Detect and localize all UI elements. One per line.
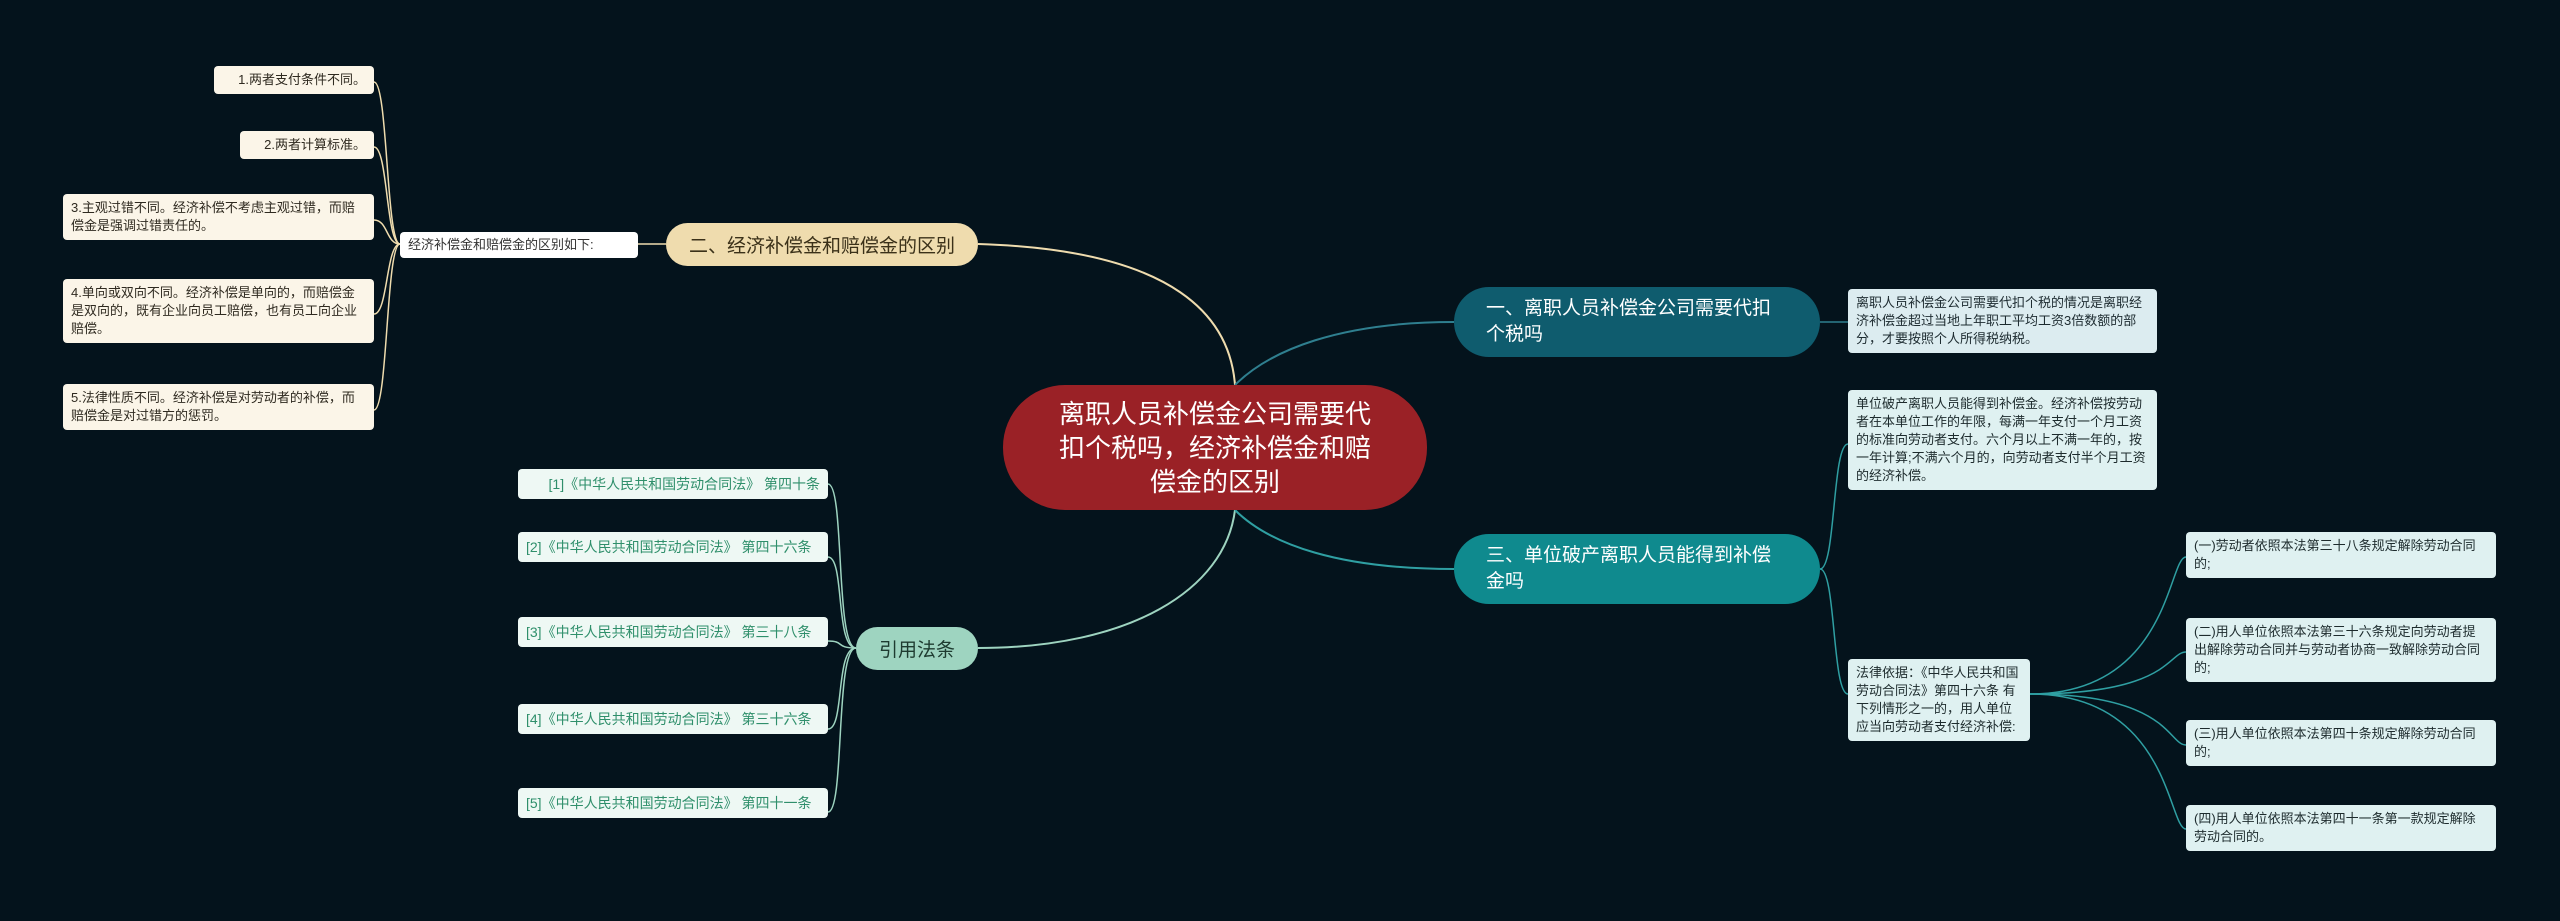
legal-clause-4-text: (四)用人单位依照本法第四十一条第一款规定解除劳动合同的。 bbox=[2194, 811, 2476, 844]
cited-law-5-text: [5]《中华人民共和国劳动合同法》 第四十一条 bbox=[526, 795, 812, 811]
note-tax-withholding[interactable]: 离职人员补偿金公司需要代扣个税的情况是离职经济补偿金超过当地上年职工平均工资3倍… bbox=[1848, 289, 2157, 353]
cited-law-4[interactable]: [4]《中华人民共和国劳动合同法》 第三十六条 bbox=[518, 704, 828, 734]
legal-clause-2-text: (二)用人单位依照本法第三十六条规定向劳动者提出解除劳动合同并与劳动者协商一致解… bbox=[2194, 624, 2481, 675]
note-bankruptcy-answer-text: 单位破产离职人员能得到补偿金。经济补偿按劳动者在本单位工作的年限，每满一年支付一… bbox=[1856, 396, 2146, 483]
branch-bankruptcy-compensation[interactable]: 三、单位破产离职人员能得到补偿金吗 bbox=[1454, 534, 1820, 604]
legal-clause-1-text: (一)劳动者依照本法第三十八条规定解除劳动合同的; bbox=[2194, 538, 2476, 571]
branch-cited-laws-label: 引用法条 bbox=[878, 640, 955, 661]
difference-item-1[interactable]: 1.两者支付条件不同。 bbox=[214, 66, 374, 94]
cited-law-5[interactable]: [5]《中华人民共和国劳动合同法》 第四十一条 bbox=[518, 788, 828, 818]
difference-item-3-text: 3.主观过错不同。经济补偿不考虑主观过错，而赔偿金是强调过错责任的。 bbox=[71, 200, 355, 233]
note-legal-basis[interactable]: 法律依据：《中华人民共和国劳动合同法》第四十六条 有下列情形之一的，用人单位应当… bbox=[1848, 659, 2030, 741]
difference-summary-text: 经济补偿金和赔偿金的区别如下: bbox=[408, 237, 594, 252]
legal-clause-4[interactable]: (四)用人单位依照本法第四十一条第一款规定解除劳动合同的。 bbox=[2186, 805, 2496, 851]
branch-tax-withholding-label: 一、离职人员补偿金公司需要代扣个税吗 bbox=[1486, 298, 1772, 345]
legal-clause-3-text: (三)用人单位依照本法第四十条规定解除劳动合同的; bbox=[2194, 726, 2476, 759]
cited-law-3[interactable]: [3]《中华人民共和国劳动合同法》 第三十八条 bbox=[518, 617, 828, 647]
cited-law-2-text: [2]《中华人民共和国劳动合同法》 第四十六条 bbox=[526, 539, 812, 555]
difference-item-2[interactable]: 2.两者计算标准。 bbox=[240, 131, 374, 159]
branch-bankruptcy-compensation-label: 三、单位破产离职人员能得到补偿金吗 bbox=[1486, 545, 1772, 592]
cited-law-3-text: [3]《中华人民共和国劳动合同法》 第三十八条 bbox=[526, 624, 812, 640]
root-topic-label: 离职人员补偿金公司需要代扣个税吗，经济补偿金和赔偿金的区别 bbox=[1058, 398, 1371, 497]
difference-item-5[interactable]: 5.法律性质不同。经济补偿是对劳动者的补偿，而赔偿金是对过错方的惩罚。 bbox=[63, 384, 374, 430]
cited-law-4-text: [4]《中华人民共和国劳动合同法》 第三十六条 bbox=[526, 711, 812, 727]
note-legal-basis-text: 法律依据：《中华人民共和国劳动合同法》第四十六条 有下列情形之一的，用人单位应当… bbox=[1856, 665, 2019, 734]
branch-cited-laws[interactable]: 引用法条 bbox=[856, 627, 978, 670]
cited-law-2[interactable]: [2]《中华人民共和国劳动合同法》 第四十六条 bbox=[518, 532, 828, 562]
difference-item-4-text: 4.单向或双向不同。经济补偿是单向的，而赔偿金是双向的，既有企业向员工赔偿，也有… bbox=[71, 285, 358, 336]
branch-tax-withholding[interactable]: 一、离职人员补偿金公司需要代扣个税吗 bbox=[1454, 287, 1820, 357]
root-topic[interactable]: 离职人员补偿金公司需要代扣个税吗，经济补偿金和赔偿金的区别 bbox=[1003, 385, 1427, 510]
note-tax-withholding-text: 离职人员补偿金公司需要代扣个税的情况是离职经济补偿金超过当地上年职工平均工资3倍… bbox=[1856, 295, 2143, 346]
difference-summary[interactable]: 经济补偿金和赔偿金的区别如下: bbox=[400, 232, 638, 258]
legal-clause-2[interactable]: (二)用人单位依照本法第三十六条规定向劳动者提出解除劳动合同并与劳动者协商一致解… bbox=[2186, 618, 2496, 682]
difference-item-5-text: 5.法律性质不同。经济补偿是对劳动者的补偿，而赔偿金是对过错方的惩罚。 bbox=[71, 390, 355, 423]
branch-compensation-difference-label: 二、经济补偿金和赔偿金的区别 bbox=[688, 236, 955, 257]
difference-item-2-text: 2.两者计算标准。 bbox=[264, 137, 366, 152]
legal-clause-1[interactable]: (一)劳动者依照本法第三十八条规定解除劳动合同的; bbox=[2186, 532, 2496, 578]
note-bankruptcy-answer[interactable]: 单位破产离职人员能得到补偿金。经济补偿按劳动者在本单位工作的年限，每满一年支付一… bbox=[1848, 390, 2157, 490]
difference-item-4[interactable]: 4.单向或双向不同。经济补偿是单向的，而赔偿金是双向的，既有企业向员工赔偿，也有… bbox=[63, 279, 374, 343]
legal-clause-3[interactable]: (三)用人单位依照本法第四十条规定解除劳动合同的; bbox=[2186, 720, 2496, 766]
difference-item-1-text: 1.两者支付条件不同。 bbox=[238, 72, 366, 87]
difference-item-3[interactable]: 3.主观过错不同。经济补偿不考虑主观过错，而赔偿金是强调过错责任的。 bbox=[63, 194, 374, 240]
branch-compensation-difference[interactable]: 二、经济补偿金和赔偿金的区别 bbox=[666, 223, 978, 266]
cited-law-1-text: [1]《中华人民共和国劳动合同法》 第四十条 bbox=[548, 476, 820, 492]
cited-law-1[interactable]: [1]《中华人民共和国劳动合同法》 第四十条 bbox=[518, 469, 828, 499]
